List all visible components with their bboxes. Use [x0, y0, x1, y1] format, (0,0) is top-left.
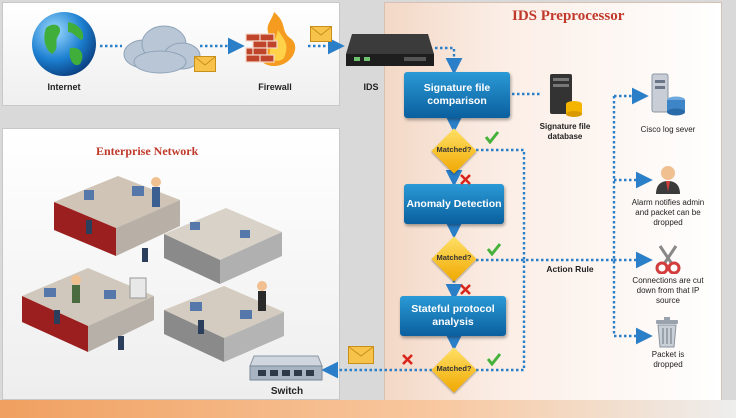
flow-matched3-actionrule [476, 260, 526, 372]
cloud-icon [120, 16, 202, 76]
action-log-server-label: Cisco log sever [640, 125, 696, 134]
ids-label: IDS [363, 82, 379, 92]
scissors-icon [654, 244, 682, 275]
log-server-icon [648, 72, 688, 118]
enterprise-network-title: Enterprise Network [96, 144, 199, 158]
signature-database-label: Signature file database [539, 122, 591, 141]
action-alarm-label: Alarm notifies admin and packet can be d… [631, 198, 705, 227]
matched-label: Matched? [436, 145, 472, 154]
ids-preprocessor-title: IDS Preprocessor [512, 8, 625, 24]
flow-matched1-actionrule [476, 148, 526, 260]
ids-device-icon [344, 30, 436, 70]
envelope-icon [348, 346, 374, 364]
check-icon [486, 242, 502, 257]
trash-can-icon [654, 316, 680, 348]
signature-comparison-step: Signature file comparison [404, 72, 510, 118]
anomaly-detection-step: Anomaly Detection [404, 184, 504, 224]
action-connection-cut-label: Connections are cut down from that IP so… [632, 276, 704, 305]
action-rule-label: Action Rule [546, 264, 594, 274]
database-server-icon [544, 72, 584, 120]
matched-decision-1: Matched? [431, 128, 477, 174]
office-illustration [14, 160, 328, 390]
stateful-protocol-step: Stateful protocol analysis [400, 296, 506, 336]
matched-label: Matched? [436, 253, 472, 262]
firewall-icon [244, 10, 306, 68]
globe-icon [30, 10, 98, 78]
firewall-label: Firewall [258, 82, 292, 92]
enterprise-network-panel [2, 128, 340, 400]
check-icon [486, 352, 502, 367]
envelope-icon [194, 56, 216, 72]
switch-label: Switch [270, 386, 304, 397]
admin-user-icon [654, 164, 682, 194]
matched-label: Matched? [436, 364, 472, 373]
switch-icon[interactable] [248, 354, 324, 384]
cross-icon [402, 352, 413, 365]
envelope-icon [310, 26, 332, 42]
flow-ids-signature [435, 46, 463, 75]
internet-label: Internet [47, 82, 81, 92]
matched-decision-3: Matched? [431, 347, 477, 393]
matched-decision-2: Matched? [431, 236, 477, 282]
bottom-decor-strip [0, 400, 736, 418]
cross-icon [460, 172, 471, 185]
cross-icon [460, 282, 471, 295]
action-packet-dropped-label: Packet is dropped [651, 350, 685, 369]
check-icon [484, 130, 500, 145]
